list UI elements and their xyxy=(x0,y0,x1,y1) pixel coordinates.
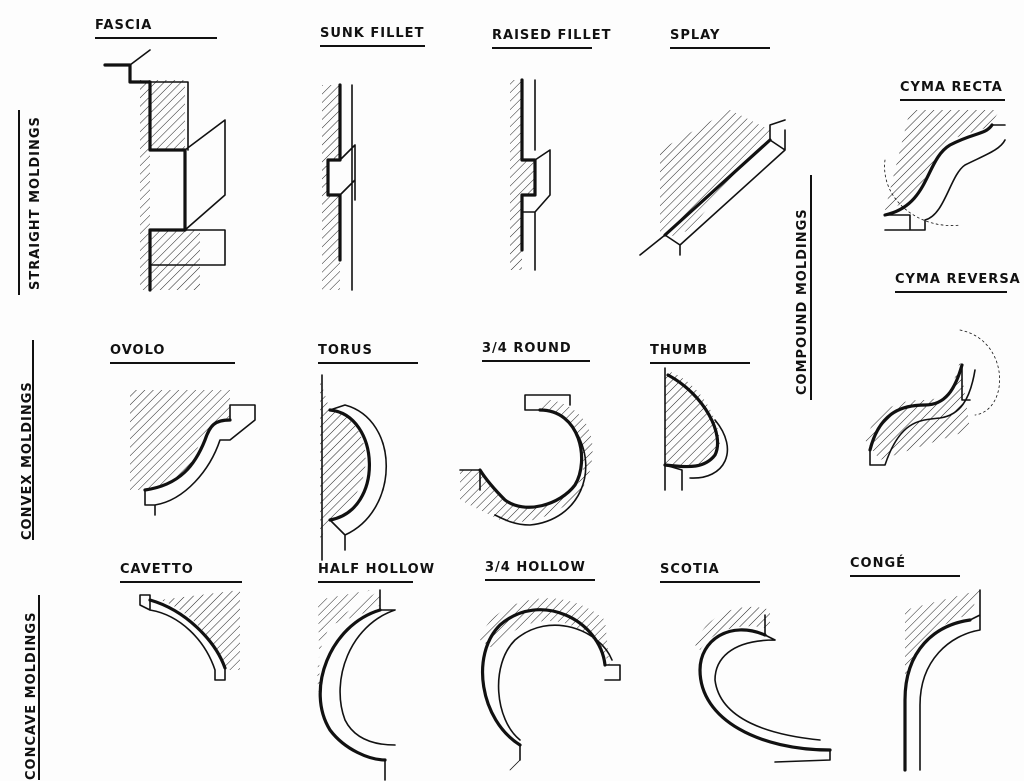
conge-sketch xyxy=(903,589,981,772)
label-three-quarter-hollow: 3/4 Hollow xyxy=(485,560,595,581)
convex-group-line xyxy=(32,340,34,540)
torus-sketch xyxy=(320,374,387,561)
straight-group-line xyxy=(18,110,20,295)
three-quarter-hollow-sketch xyxy=(480,598,621,771)
label-half-hollow: Half Hollow xyxy=(318,562,434,583)
concave-group-line xyxy=(38,595,40,780)
ovolo-sketch xyxy=(130,390,256,516)
label-conge: Congé xyxy=(850,556,960,577)
sunk-fillet-sketch xyxy=(322,83,356,291)
label-cavetto: Cavetto xyxy=(120,562,242,583)
group-straight-moldings: Straight Moldings xyxy=(28,116,43,290)
label-splay: Splay xyxy=(670,28,770,49)
cyma-recta-sketch xyxy=(883,110,1006,231)
label-cyma-recta: Cyma Recta xyxy=(900,80,1005,101)
label-torus: Torus xyxy=(318,343,418,364)
raised-fillet-sketch xyxy=(510,78,551,271)
label-fascia: Fascia xyxy=(95,18,217,39)
splay-sketch xyxy=(639,110,786,256)
cavetto-sketch xyxy=(139,590,240,681)
label-raised-fillet: Raised Fillet xyxy=(492,28,611,49)
fascia-sketch xyxy=(103,49,226,292)
thumb-sketch xyxy=(663,367,729,491)
label-cyma-reversa: Cyma Reversa xyxy=(895,272,1020,293)
three-quarter-round-sketch xyxy=(459,394,593,526)
group-compound-moldings: Compound Moldings xyxy=(795,208,810,395)
scotia-sketch xyxy=(695,606,832,763)
half-hollow-sketch xyxy=(317,589,396,781)
label-thumb: Thumb xyxy=(650,343,750,364)
group-convex-moldings: Convex Moldings xyxy=(20,381,35,540)
compound-group-line xyxy=(810,175,812,400)
group-concave-moldings: Concave Moldings xyxy=(24,611,39,780)
label-three-quarter-round: 3/4 Round xyxy=(482,341,590,362)
label-sunk-fillet: Sunk Fillet xyxy=(320,26,425,47)
label-ovolo: Ovolo xyxy=(110,343,235,364)
label-scotia: Scotia xyxy=(660,562,760,583)
cyma-reversa-sketch xyxy=(865,329,1001,466)
